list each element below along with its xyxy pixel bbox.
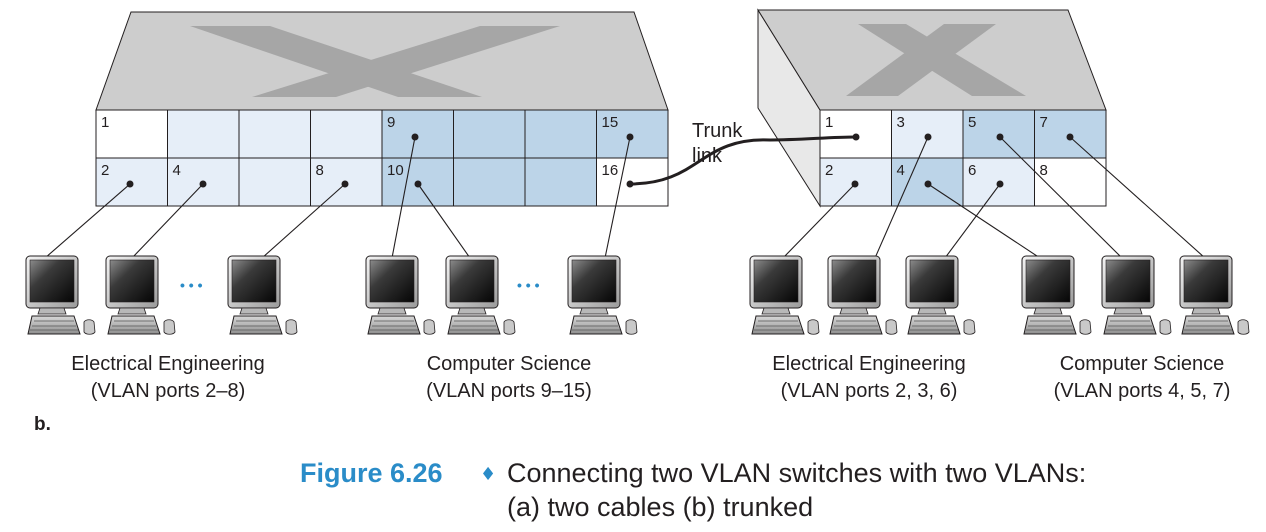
computer-icon <box>25 255 96 335</box>
computer-icon <box>227 255 298 335</box>
computer-icon <box>1179 255 1250 335</box>
left-switch-port-label: 16 <box>602 162 619 179</box>
right-switch: 1 3 5 7 2 4 6 8 <box>757 8 1107 208</box>
wire-left-port2 <box>44 183 131 259</box>
wire-right-port6 <box>944 183 1001 259</box>
left-switch-port-bottom-3 <box>310 157 383 207</box>
wire-left-port8 <box>261 183 346 259</box>
port-connector-dot <box>996 133 1004 141</box>
right-switch-port-label: 5 <box>968 114 976 131</box>
wire-left-port10 <box>417 183 471 259</box>
group-left-cs-name: Computer Science <box>427 353 592 375</box>
port-connector-dot <box>851 180 859 188</box>
left-switch-port-label: 9 <box>387 114 395 131</box>
caption-figure-number: Figure 6.26 <box>300 458 443 488</box>
computer-icon <box>749 255 820 335</box>
wire-left-port15 <box>604 136 631 259</box>
connection-wires <box>44 133 1206 259</box>
trunk-label-line1: Trunk <box>692 120 743 142</box>
computers-right <box>749 255 1250 335</box>
right-switch-port-label: 1 <box>825 114 833 131</box>
wire-left-port4 <box>131 183 204 259</box>
wire-left-port9 <box>391 136 416 259</box>
wire-right-port2 <box>782 183 856 259</box>
left-switch-port-label: 4 <box>173 162 181 179</box>
caption-line1: Connecting two VLAN switches with two VL… <box>507 458 1086 488</box>
computer-icon <box>1101 255 1172 335</box>
right-switch-port-label: 3 <box>897 114 905 131</box>
group-left-cs-ports: (VLAN ports 9–15) <box>426 380 592 402</box>
left-switch-port-top-5 <box>453 109 526 159</box>
right-switch-port-bottom-3 <box>1034 157 1107 207</box>
group-right-ee-ports: (VLAN ports 2, 3, 6) <box>781 380 958 402</box>
left-switch-port-bottom-2 <box>238 157 311 207</box>
left-switch-port-top-6 <box>524 109 597 159</box>
left-switch-port-bottom-0 <box>95 157 168 207</box>
computer-icon <box>105 255 176 335</box>
part-label: b. <box>34 414 51 435</box>
left-switch-port-label: 2 <box>101 162 109 179</box>
left-switch-port-top-3 <box>310 109 383 159</box>
right-switch-port-label: 7 <box>1040 114 1048 131</box>
left-switch-port-label: 10 <box>387 162 404 179</box>
port-connector-dot <box>199 180 207 188</box>
left-switch-port-label: 1 <box>101 114 109 131</box>
computer-icon <box>445 255 516 335</box>
port-connector-dot <box>414 180 422 188</box>
port-connector-dot <box>341 180 349 188</box>
right-switch-port-label: 6 <box>968 162 976 179</box>
group-right-ee-name: Electrical Engineering <box>772 353 965 375</box>
figure-caption: Figure 6.26 ♦ Connecting two VLAN switch… <box>300 458 1086 522</box>
left-switch-port-bottom-6 <box>524 157 597 207</box>
left-switch-port-label: 15 <box>602 114 619 131</box>
port-connector-dot <box>411 133 419 141</box>
trunk-label-line2: link <box>692 145 723 167</box>
left-switch-x-icon <box>190 26 560 97</box>
right-switch-port-label: 4 <box>897 162 905 179</box>
computer-icon <box>905 255 976 335</box>
right-switch-ports: 1 3 5 7 2 4 6 8 <box>819 109 1107 207</box>
port-connector-dot <box>924 133 932 141</box>
wire-right-port5 <box>999 136 1123 259</box>
ellipsis-left-cs: • • • <box>517 277 540 293</box>
computer-icon <box>567 255 638 335</box>
left-switch-ports: 1 9 15 2 4 8 10 16 <box>95 109 669 207</box>
group-right-cs-ports: (VLAN ports 4, 5, 7) <box>1054 380 1231 402</box>
computer-icon <box>1021 255 1092 335</box>
port-connector-dot <box>996 180 1004 188</box>
left-switch-port-top-0 <box>95 109 168 159</box>
group-left-ee-name: Electrical Engineering <box>71 353 264 375</box>
caption-diamond: ♦ <box>480 464 496 485</box>
computer-icon <box>365 255 436 335</box>
port-connector-dot <box>126 180 134 188</box>
computer-icon <box>827 255 898 335</box>
right-switch-port-label: 2 <box>825 162 833 179</box>
left-switch-port-top-1 <box>167 109 240 159</box>
group-right-cs-name: Computer Science <box>1060 353 1225 375</box>
left-switch-port-label: 8 <box>316 162 324 179</box>
wire-right-port7 <box>1069 136 1206 259</box>
port-connector-dot <box>626 133 634 141</box>
right-switch-x-icon <box>846 24 1026 96</box>
left-switch: 1 9 15 2 4 8 10 16 <box>95 11 669 207</box>
port-connector-dot <box>924 180 932 188</box>
computers-left-ee <box>25 255 298 335</box>
computers-left-cs <box>365 255 638 335</box>
right-switch-port-label: 8 <box>1040 162 1048 179</box>
left-switch-port-top-2 <box>238 109 311 159</box>
caption-line2: (a) two cables (b) trunked <box>507 492 813 522</box>
trunk-cable <box>629 135 857 186</box>
wire-right-port4 <box>927 183 1041 259</box>
group-left-ee-ports: (VLAN ports 2–8) <box>91 380 246 402</box>
ellipsis-left-ee: • • • <box>180 277 203 293</box>
port-connector-dot <box>1066 133 1074 141</box>
wire-right-port3 <box>874 136 929 259</box>
left-switch-port-bottom-5 <box>453 157 526 207</box>
